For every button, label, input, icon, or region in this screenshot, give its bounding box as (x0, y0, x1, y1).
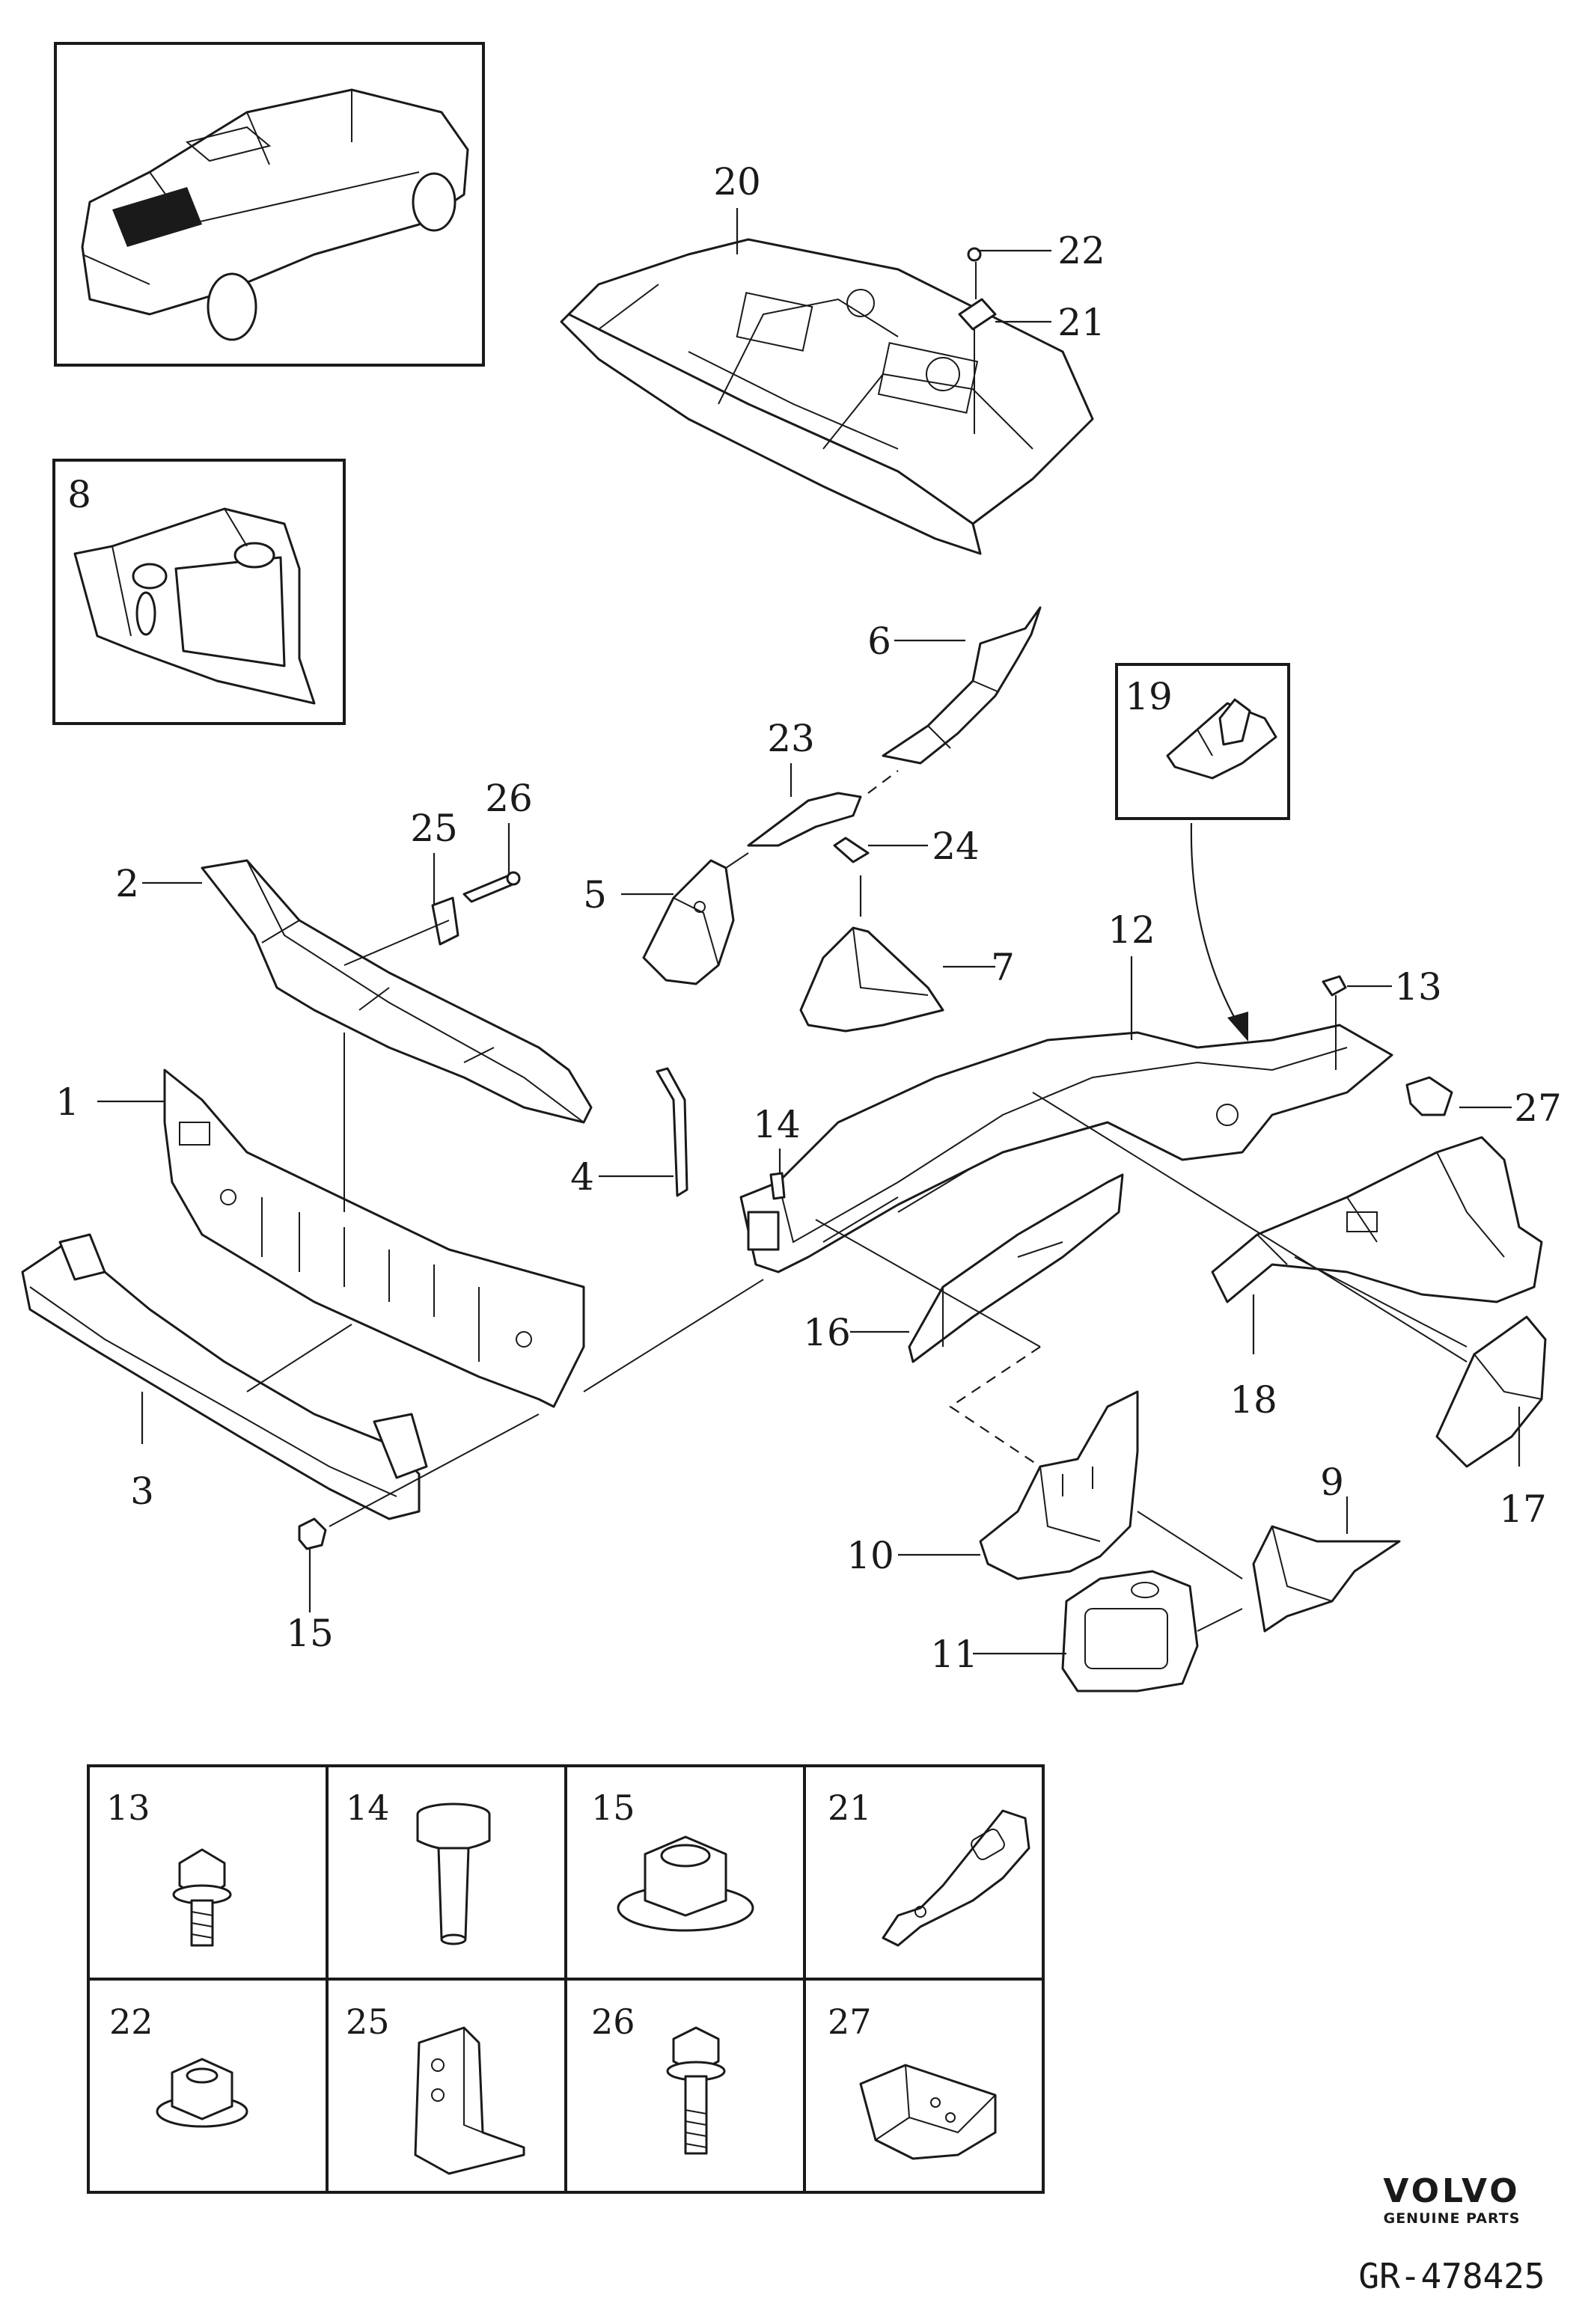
stud-icon (416, 1802, 491, 1945)
leader-15-1 (329, 1413, 540, 1527)
hex-nut-icon (156, 2058, 248, 2128)
grid-label-14: 14 (346, 1788, 390, 1828)
callout-1: 1 (55, 1080, 79, 1124)
detail-box-19 (1115, 663, 1290, 820)
flange-nut-icon (617, 1835, 754, 1932)
arrow-19-to-12 (1190, 822, 1239, 1026)
dashed-leader-16-10 (949, 1346, 1041, 1467)
callout-24: 24 (932, 825, 980, 868)
leader-1-14 (583, 1279, 764, 1392)
part-21-bracket (958, 298, 997, 331)
part-11 (1061, 1570, 1199, 1692)
callout-13: 13 (1394, 965, 1442, 1009)
part-rear-floor-panel (560, 238, 1094, 555)
leader-25-rod (343, 920, 450, 966)
callout-12: 12 (1108, 908, 1155, 952)
part-25-bracket (431, 896, 459, 946)
brand-name: VOLVO (1383, 2172, 1521, 2210)
hex-bolt-icon (666, 2026, 726, 2155)
brand-subtitle: GENUINE PARTS (1383, 2210, 1521, 2227)
leader-14-16 (815, 1219, 1041, 1348)
callout-6: 6 (867, 620, 891, 663)
callout-19: 19 (1125, 675, 1173, 718)
part-13-bolt (1322, 975, 1347, 1070)
grid-label-25: 25 (346, 2002, 390, 2042)
callout-10: 10 (846, 1534, 894, 1577)
brand-logo: VOLVO GENUINE PARTS (1340, 2174, 1564, 2227)
callout-20: 20 (713, 160, 761, 204)
callout-23: 23 (767, 717, 815, 760)
part-17 (1435, 1315, 1547, 1468)
leader-5-23 (725, 852, 749, 869)
callout-26: 26 (485, 777, 533, 820)
part-1-rear-panel (163, 1068, 585, 1408)
callout-11: 11 (930, 1633, 978, 1676)
bracket-21-icon (882, 1809, 1030, 1947)
callout-16: 16 (803, 1311, 851, 1354)
part-26-bolt (462, 871, 521, 903)
callout-21: 21 (1057, 301, 1105, 344)
part-24 (833, 837, 870, 863)
grid-label-26: 26 (591, 2002, 635, 2042)
callout-27: 27 (1514, 1086, 1562, 1130)
callout-14: 14 (753, 1103, 801, 1146)
hex-flange-bolt-icon (172, 1848, 232, 1947)
callout-25: 25 (410, 807, 458, 850)
callout-9: 9 (1320, 1461, 1344, 1504)
callout-2: 2 (115, 862, 139, 905)
hardware-detail-grid: 13 14 15 21 22 25 26 27 (87, 1764, 1045, 2194)
callout-17: 17 (1499, 1487, 1547, 1531)
part-15-nut (298, 1517, 327, 1550)
arrow-head-icon (1227, 1012, 1248, 1042)
part-5 (642, 859, 735, 985)
diagram-reference: GR-478425 (1358, 2256, 1545, 2296)
part-9 (1252, 1525, 1401, 1633)
leader-10-11-9 (1137, 1511, 1243, 1632)
clip-27-icon (859, 2064, 997, 2160)
part-7 (799, 926, 944, 1033)
part-23 (747, 792, 862, 847)
leader-21-22 (974, 262, 977, 434)
leader-12-17 (1032, 1092, 1468, 1363)
callout-22: 22 (1057, 229, 1105, 272)
callout-7: 7 (991, 946, 1015, 989)
grid-label-22: 22 (109, 2002, 153, 2042)
leader-18-17 (1294, 1256, 1468, 1348)
grid-label-15: 15 (591, 1788, 635, 1828)
part-18-wheel-arch (1211, 1136, 1543, 1303)
part-12-longitudinal-member (739, 1024, 1393, 1273)
vehicle-overview-thumbnail (54, 42, 485, 367)
callout-5: 5 (583, 873, 607, 917)
detail-box-8 (52, 459, 346, 725)
part-4 (656, 1067, 688, 1197)
callout-15: 15 (286, 1612, 334, 1655)
callout-18: 18 (1230, 1378, 1277, 1422)
part-16 (908, 1173, 1124, 1363)
part-10 (979, 1390, 1139, 1580)
leader-3-1 (246, 1324, 352, 1392)
part-27-clip (1405, 1076, 1453, 1116)
callout-8: 8 (67, 473, 91, 516)
grid-label-21: 21 (828, 1788, 872, 1828)
callout-4: 4 (570, 1155, 594, 1199)
callout-leaders (97, 208, 1521, 1655)
callout-3: 3 (130, 1470, 154, 1513)
part-6 (882, 606, 1042, 765)
part-2-upper-crossmember (201, 859, 593, 1124)
part-14-stud (769, 1172, 786, 1200)
dashed-leader-23-6 (867, 770, 899, 794)
part-3-bumper-beam (21, 1233, 428, 1520)
callout-labels: 1 2 3 4 5 6 7 8 9 10 11 12 13 14 15 16 1… (55, 160, 1562, 1676)
grid-label-27: 27 (828, 2002, 872, 2042)
grid-label-13: 13 (106, 1788, 150, 1828)
bracket-25-icon (414, 2026, 525, 2175)
